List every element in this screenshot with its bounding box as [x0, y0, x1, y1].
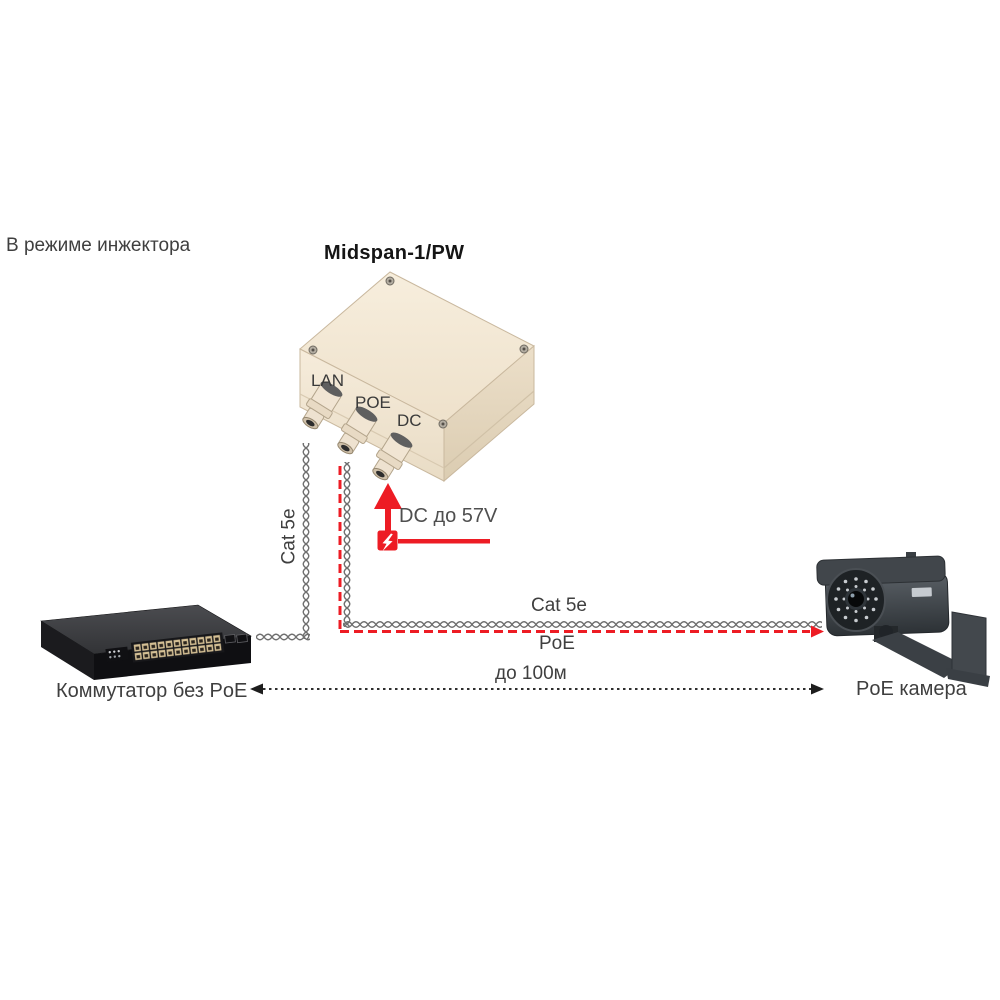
right-arrowhead-icon	[811, 683, 824, 695]
ir-led-ring-icon	[834, 577, 878, 623]
poe-dashed-line	[338, 466, 824, 638]
camera-bracket-arm	[872, 632, 962, 678]
corner-screw-icon	[308, 276, 529, 429]
cable-label-vertical: Cat 5e	[278, 508, 300, 565]
camera-lens-icon	[845, 588, 867, 610]
poe-camera	[816, 552, 990, 687]
distance-label: до 100м	[495, 663, 567, 684]
port-label-dc: DC	[397, 411, 422, 430]
dc-power-label: DC до 57V	[399, 505, 498, 527]
switch-ports-row1	[133, 634, 222, 653]
camera-logo	[911, 587, 932, 598]
camera-label: PoE камера	[856, 678, 967, 700]
lan-cable-horizontal	[256, 632, 310, 642]
port-label-lan: LAN	[311, 371, 345, 390]
switch-ports-row2	[133, 642, 223, 661]
poe-line-label: PoE	[539, 633, 575, 654]
poe-cable-horizontal	[343, 619, 822, 630]
lan-cable-vertical	[301, 443, 311, 639]
switch-uplink-port	[224, 633, 236, 644]
distance-measure-line	[250, 683, 824, 695]
poe-arrowhead-icon	[811, 625, 824, 638]
poe-cable-vertical	[342, 462, 352, 627]
switch-led-panel	[105, 646, 129, 663]
device-title: Midspan-1/PW	[324, 242, 465, 264]
cable-label-horizontal: Cat 5e	[531, 595, 587, 616]
left-arrowhead-icon	[250, 683, 263, 695]
switch-label: Коммутатор без PoE	[56, 680, 248, 702]
mode-title: В режиме инжектора	[6, 235, 191, 256]
network-switch	[40, 604, 252, 680]
dc-power-arrow	[374, 483, 490, 551]
switch-uplink-port	[236, 633, 248, 644]
injector-box	[296, 271, 535, 486]
port-label-poe: POE	[355, 393, 391, 412]
lightning-icon	[382, 533, 393, 551]
